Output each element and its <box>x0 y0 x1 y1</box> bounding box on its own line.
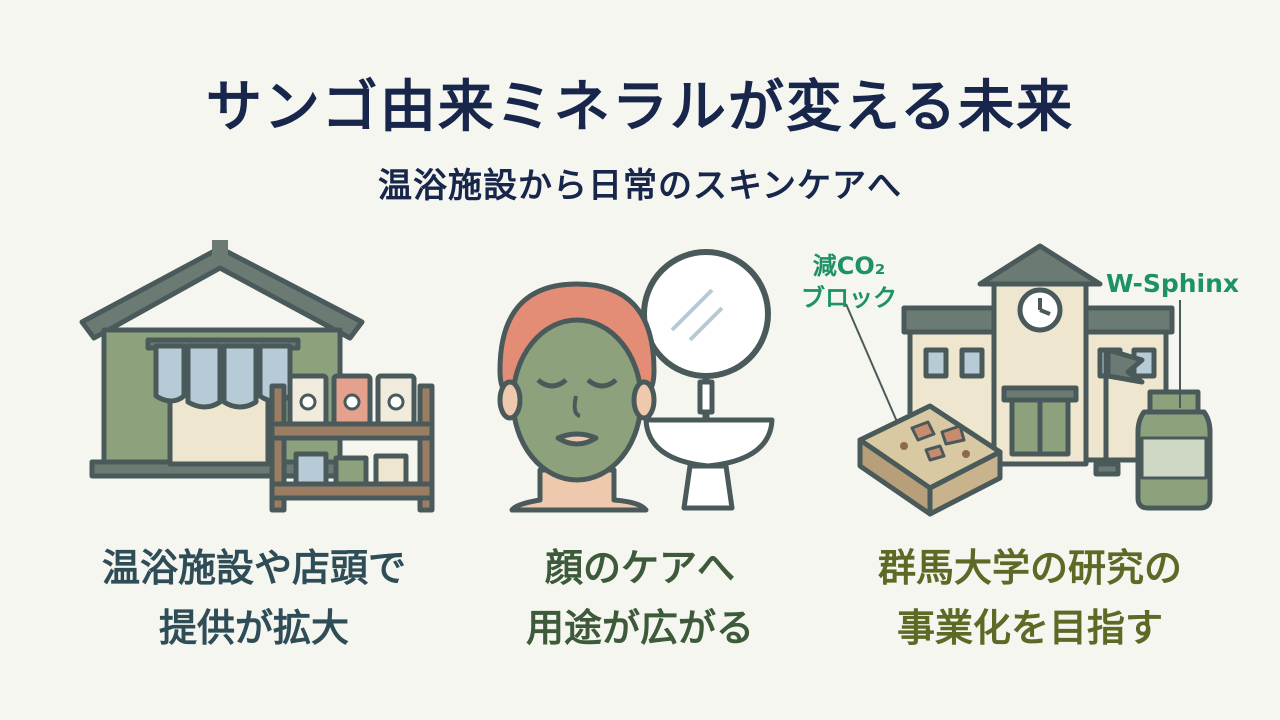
caption-line: 提供が拡大 <box>158 606 349 650</box>
bathhouse-roof <box>79 245 365 341</box>
w-sphinx-label: W-Sphinx <box>1106 269 1240 298</box>
face-mask-illustration <box>497 281 657 513</box>
noren-panel <box>153 343 187 404</box>
closed-eye <box>586 378 618 389</box>
co2-block-illustration <box>857 403 1003 517</box>
closed-eye <box>536 378 568 389</box>
panel-caption-bathhouse: 温浴施設や店頭で 提供が拡大 <box>44 538 464 658</box>
co2-block-label: 減CO₂ ブロック <box>784 250 914 314</box>
caption-line: 事業化を目指す <box>896 606 1163 650</box>
co2-label-leader <box>845 303 899 425</box>
caption-line: 顔のケアへ <box>544 546 735 590</box>
page-title: サンゴ由来ミネラルが変える未来 <box>205 75 1075 140</box>
co2-block-label-line: ブロック <box>801 284 897 312</box>
noren-panel <box>185 343 223 410</box>
shelf-jar <box>333 455 369 487</box>
page-subtitle: 温浴施設から日常のスキンケアへ <box>378 166 902 206</box>
sink-illustration <box>643 379 775 511</box>
lips <box>555 431 599 447</box>
panel-caption-research: 群馬大学の研究の 事業化を目指す <box>820 538 1240 658</box>
flag-icon <box>1093 347 1145 477</box>
caption-line: 温浴施設や店頭で <box>101 546 406 590</box>
panel-caption-facecare: 顔のケアへ 用途が広がる <box>430 538 850 658</box>
bathhouse-illustration <box>79 240 365 479</box>
tower-roof <box>977 243 1103 287</box>
w-sphinx-bottle-illustration <box>1135 389 1213 511</box>
co2-block-label-line: 減CO₂ <box>812 252 886 280</box>
caption-line: 群馬大学の研究の <box>877 546 1182 590</box>
sink-basin <box>643 417 775 469</box>
noren-panel <box>221 343 259 410</box>
shelf-jar <box>373 453 409 487</box>
bottle-cap <box>1147 389 1201 415</box>
sink-pedestal <box>681 463 735 511</box>
product-shelf-illustration <box>269 373 435 513</box>
caption-line: 用途が広がる <box>525 606 754 650</box>
shelf-jar <box>293 451 329 487</box>
